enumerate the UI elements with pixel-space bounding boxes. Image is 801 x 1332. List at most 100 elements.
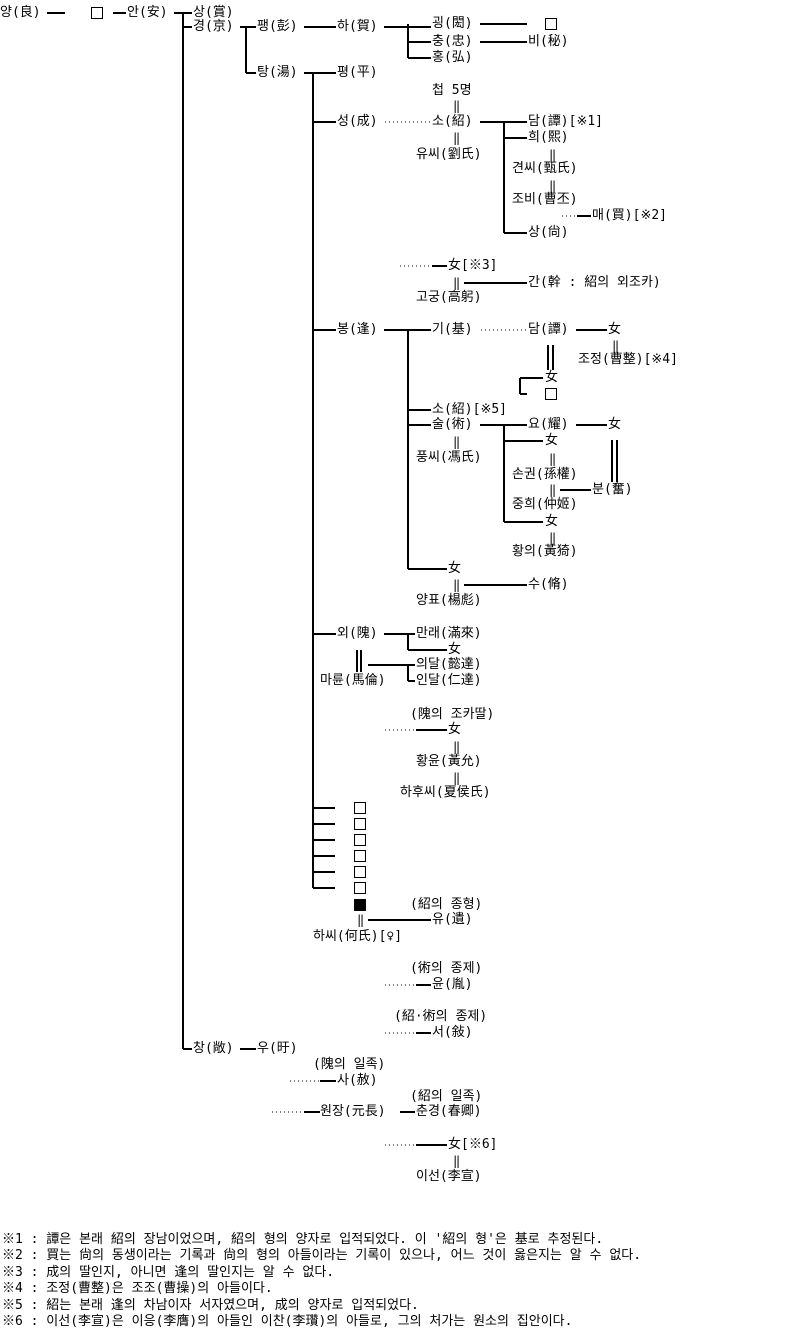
- marriage-mark: ‖: [453, 276, 461, 290]
- node-nyeo-b: 女: [545, 370, 559, 385]
- node-hwangui: 황의(黃猗): [512, 544, 578, 559]
- marriage-mark: ‖: [357, 913, 365, 927]
- node-nyeo3: 女[※3]: [448, 258, 498, 273]
- node-manrae: 만래(滿來): [416, 626, 482, 641]
- note-chun: (紹의 일족): [410, 1089, 483, 1104]
- node-jobi: 조비(曹丕): [512, 192, 578, 207]
- unknown-person-box: [354, 850, 366, 862]
- node-chung: 충(忠): [432, 34, 473, 49]
- node-wonjang: 원장(元長): [320, 1104, 386, 1119]
- footnote-4: ※4 : 조정(曹整)은 조조(曹操)의 아들이다.: [2, 1281, 273, 1296]
- marriage-mark: ‖: [453, 740, 461, 754]
- unknown-person-box-filled: [354, 899, 366, 911]
- unknown-person-box: [354, 818, 366, 830]
- marriage-mark: ‖: [549, 148, 557, 162]
- node-an: 안(安): [127, 5, 168, 20]
- node-dam2: 담(譚): [528, 322, 569, 337]
- node-chungyeong: 춘경(春卿): [416, 1104, 482, 1119]
- node-tang: 탕(湯): [257, 65, 298, 80]
- unknown-person-box: [354, 882, 366, 894]
- node-uidal: 의달(懿達): [416, 657, 482, 672]
- node-paeng: 팽(彭): [257, 19, 298, 34]
- marriage-mark: ‖: [453, 131, 461, 145]
- node-cheop: 첩 5명: [432, 83, 472, 98]
- node-yu: 유(遺): [432, 912, 473, 927]
- node-nyeo-h: 女: [448, 722, 462, 737]
- unknown-person-box: [91, 7, 103, 19]
- marriage-mark: ‖: [612, 339, 620, 353]
- footnote-2: ※2 : 買는 尙의 동생이라는 기록과 尙의 형의 아들이라는 기록이 있으나…: [2, 1248, 642, 1263]
- node-chang: 창(敞): [193, 1041, 234, 1056]
- node-so: 소(紹): [432, 114, 473, 129]
- footnote-6: ※6 : 이선(李宣)은 이응(李膺)의 아들인 이찬(李瓚)의 아들로, 그의…: [2, 1314, 573, 1329]
- node-yun: 윤(胤): [432, 977, 473, 992]
- node-maryun: 마륜(馬倫): [320, 673, 386, 688]
- marriage-mark: ‖: [453, 435, 461, 449]
- unknown-person-box: [545, 388, 557, 400]
- node-seong: 성(成): [337, 114, 378, 129]
- node-bi: 비(秘): [528, 34, 569, 49]
- node-gi: 기(基): [432, 322, 473, 337]
- node-nyeo-d: 女: [545, 433, 559, 448]
- node-nyeo6: 女[※6]: [448, 1137, 498, 1152]
- node-nyeo-c: 女: [608, 417, 622, 432]
- node-sul: 술(術): [432, 417, 473, 432]
- marriage-mark: ‖: [453, 99, 461, 113]
- marriage-mark: ‖: [549, 452, 557, 466]
- node-hwangyun: 황윤(黃允): [416, 754, 482, 769]
- node-yang: 양(良): [0, 5, 41, 20]
- node-seo: 서(敍): [432, 1025, 473, 1040]
- footnote-1: ※1 : 譚은 본래 紹의 장남이었으며, 紹의 형의 양자로 입적되었다. 이…: [2, 1232, 604, 1247]
- node-yussi: 유씨(劉氏): [416, 147, 482, 162]
- node-pungssi: 풍씨(馮氏): [416, 450, 482, 465]
- note-yu: (紹의 종형): [410, 897, 483, 912]
- node-pyeong: 평(平): [337, 65, 378, 80]
- node-hong: 홍(弘): [432, 50, 473, 65]
- note-sa: (隗의 일족): [313, 1057, 386, 1072]
- node-songwon: 손권(孫權): [512, 467, 578, 482]
- node-goeng: 굉(閎): [432, 16, 473, 31]
- node-u: 우(旴): [257, 1041, 298, 1056]
- node-mae: 매(買)[※2]: [592, 208, 667, 223]
- node-nyeo-e: 女: [545, 514, 559, 529]
- unknown-person-box: [545, 18, 557, 30]
- footnote-5: ※5 : 紹는 본래 逢의 차남이자 서자였으며, 成의 양자로 입적되었다.: [2, 1298, 419, 1313]
- node-nyeo-f: 女: [448, 561, 462, 576]
- marriage-mark: ‖: [549, 483, 557, 497]
- node-yangpyo: 양표(楊彪): [416, 593, 482, 608]
- unknown-person-box: [354, 834, 366, 846]
- node-iseon: 이선(李宣): [416, 1169, 482, 1184]
- unknown-person-box: [354, 866, 366, 878]
- node-gogung: 고궁(高躬): [416, 290, 482, 305]
- node-sang: 상(賞): [193, 5, 234, 20]
- node-oe: 외(隗): [337, 626, 378, 641]
- note-seo: (紹·術의 종제): [394, 1009, 488, 1024]
- node-indal: 인달(仁達): [416, 673, 482, 688]
- node-yo: 요(耀): [528, 417, 569, 432]
- node-nyeo-a: 女: [608, 322, 622, 337]
- node-bun: 분(奮): [592, 482, 633, 497]
- node-so2: 소(紹)[※5]: [432, 402, 507, 417]
- marriage-mark: ‖: [453, 771, 461, 785]
- node-hahussi: 하후씨(夏侯氏): [400, 785, 491, 800]
- node-junghui: 중희(仲姬): [512, 497, 578, 512]
- node-gyeonssi: 견씨(甄氏): [512, 161, 578, 176]
- unknown-person-box: [354, 802, 366, 814]
- node-bong: 봉(逢): [337, 322, 378, 337]
- node-dam: 담(譚)[※1]: [528, 114, 603, 129]
- node-sa: 사(赦): [337, 1073, 378, 1088]
- node-hassi: 하씨(何氏)[♀]: [313, 929, 403, 944]
- note-oe: (隗의 조카딸): [410, 707, 495, 722]
- footnote-3: ※3 : 成의 딸인지, 아니면 逢의 딸인지는 알 수 없다.: [2, 1265, 335, 1280]
- marriage-mark: ‖: [453, 578, 461, 592]
- node-jojeong: 조정(曹整)[※4]: [578, 352, 678, 367]
- node-hui: 희(熙): [528, 130, 569, 145]
- node-sang2: 상(尙): [528, 225, 569, 240]
- node-su: 수(脩): [528, 577, 569, 592]
- node-nyeo-g: 女: [448, 642, 462, 657]
- marriage-mark: ‖: [453, 1154, 461, 1168]
- node-gan: 간(幹 : 紹의 외조카): [528, 275, 661, 290]
- note-yun: (術의 종제): [410, 961, 483, 976]
- marriage-mark: ‖: [549, 531, 557, 545]
